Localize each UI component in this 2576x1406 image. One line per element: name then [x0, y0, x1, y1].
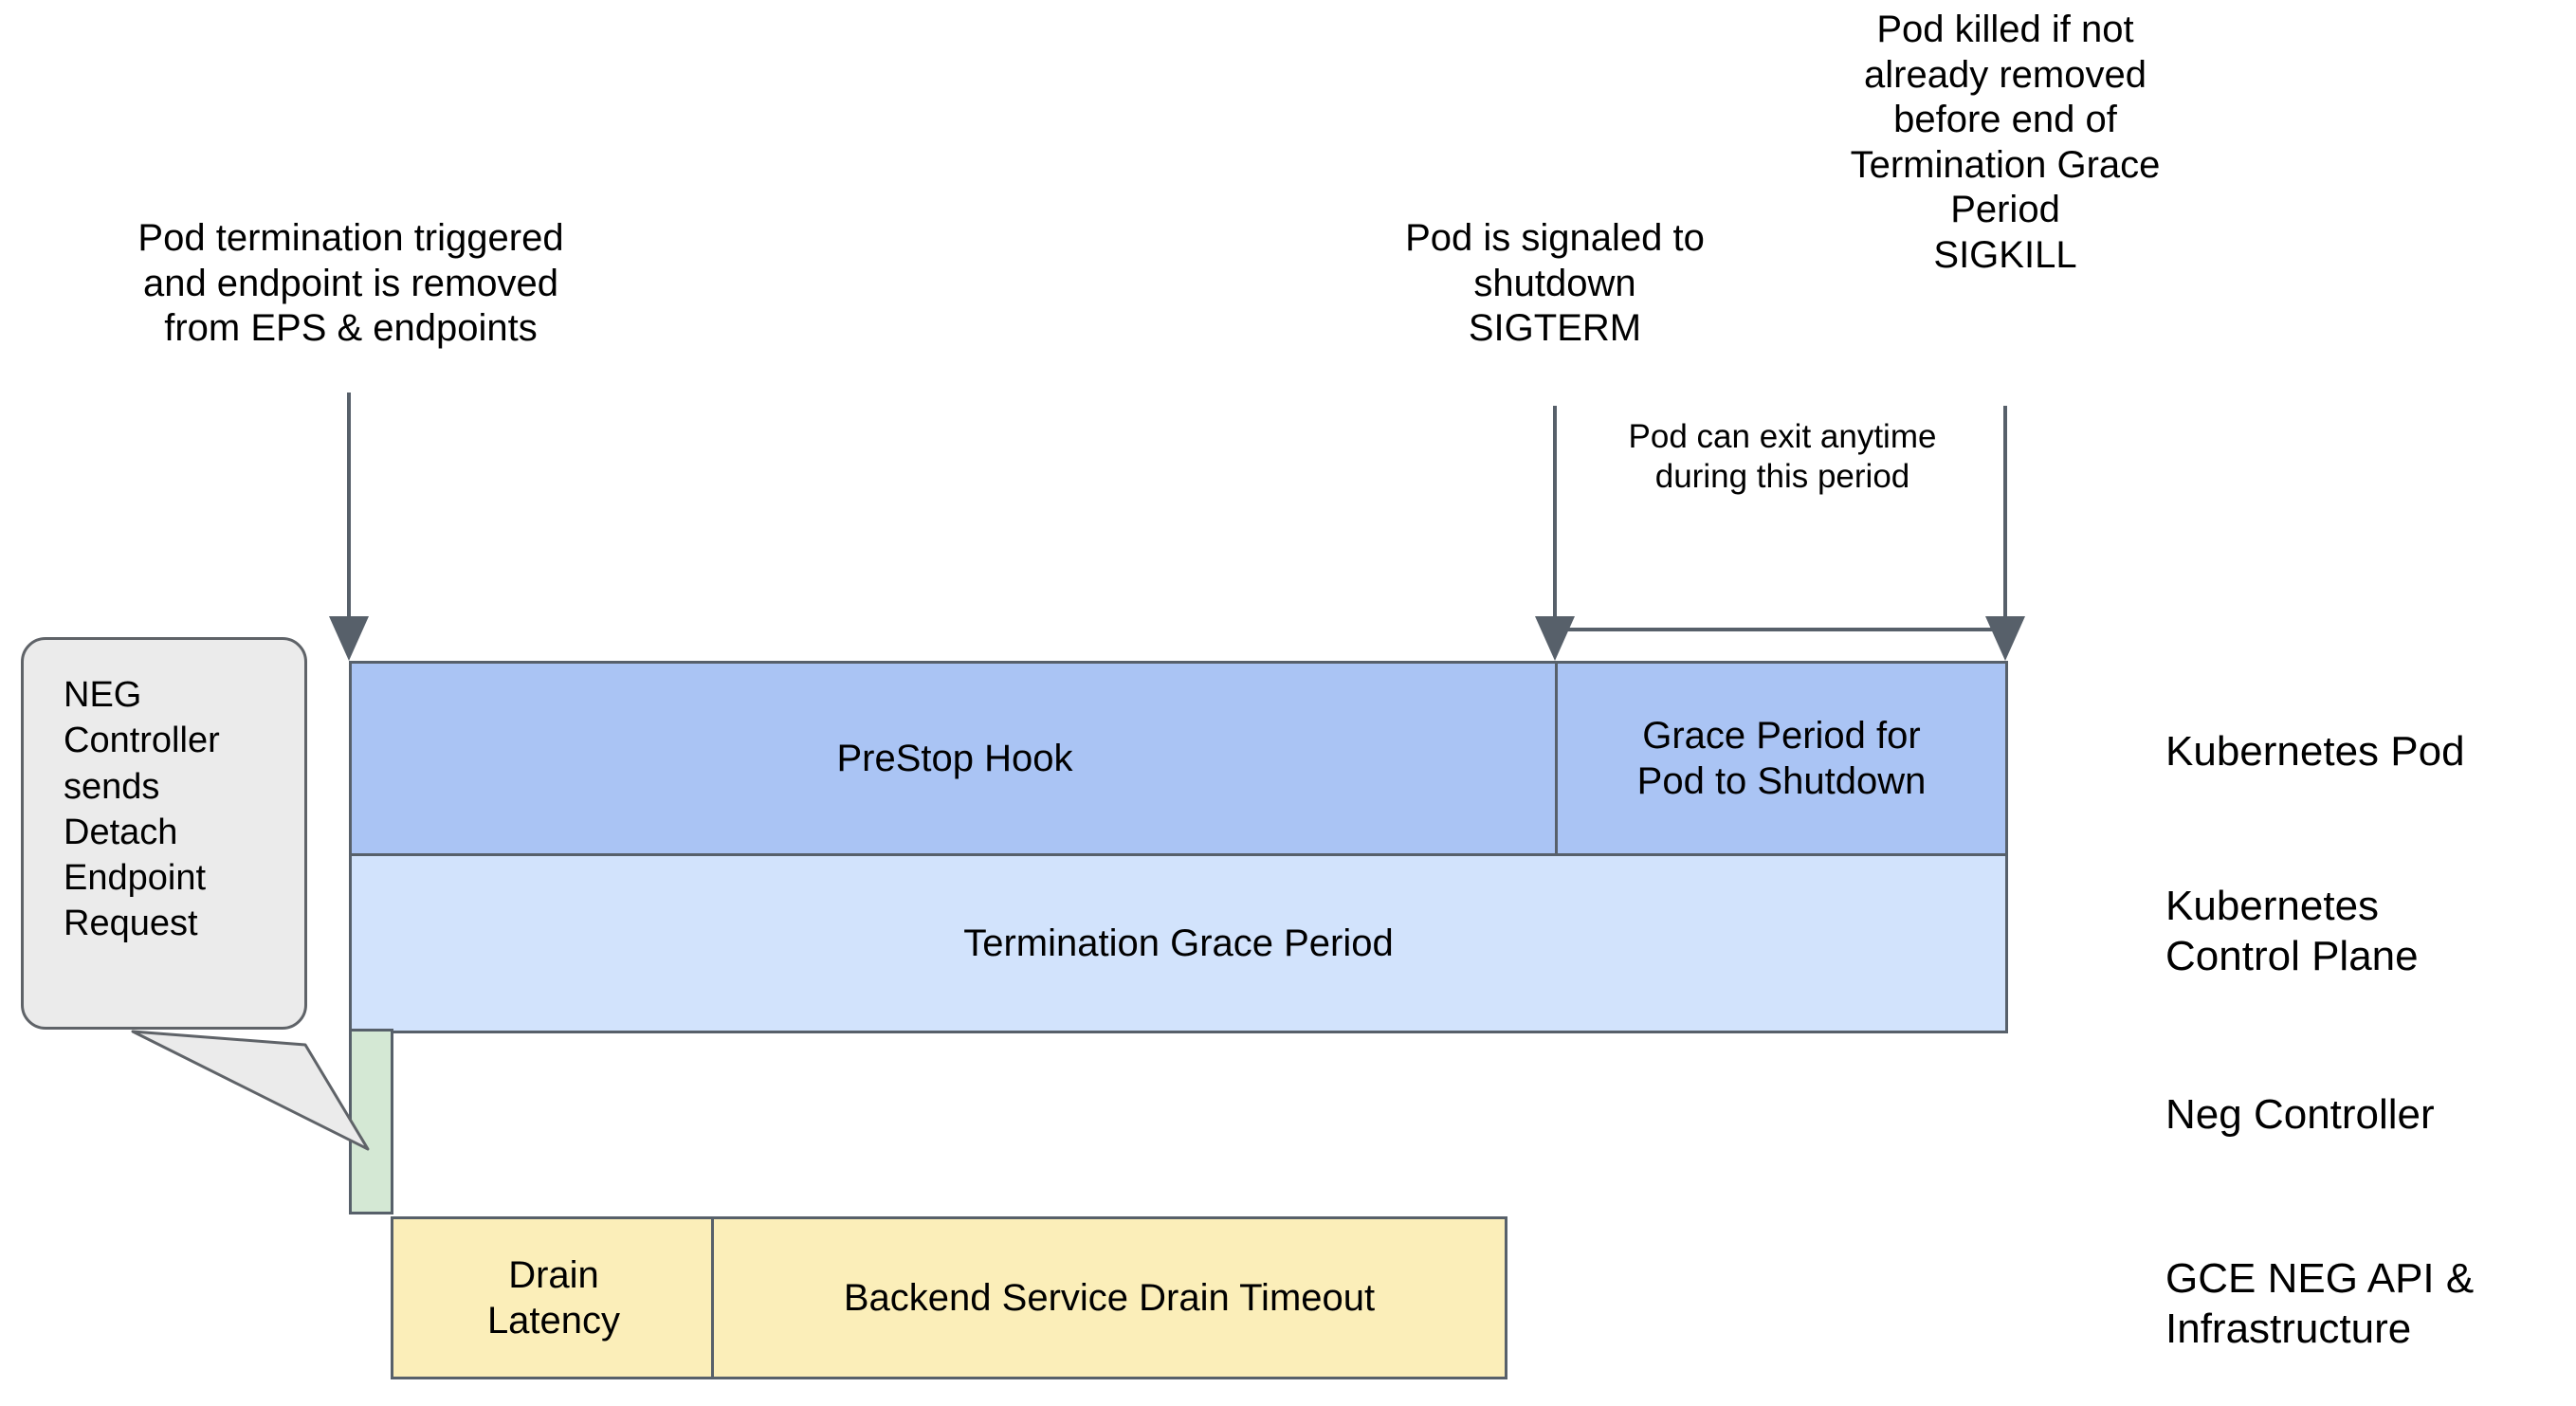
bar-drain-latency: Drain Latency	[391, 1216, 714, 1379]
annotation-pod-can-exit-anytime: Pod can exit anytime during this period	[1628, 418, 1937, 495]
callout-tail	[131, 1030, 370, 1151]
lane-label-neg-controller: Neg Controller	[2165, 1091, 2435, 1138]
bar-prestop-hook: PreStop Hook	[349, 661, 1558, 856]
bar-termination-grace-period: Termination Grace Period	[349, 853, 2008, 1033]
bar-backend-service-drain-timeout: Backend Service Drain Timeout	[711, 1216, 1507, 1379]
lane-label-kubernetes-control-plane: Kubernetes Control Plane	[2165, 883, 2419, 979]
annotation-pod-termination-triggered: Pod termination triggered and endpoint i…	[137, 217, 564, 350]
lane-label-gce-neg-api-infrastructure: GCE NEG API & Infrastructure	[2165, 1255, 2475, 1352]
arrow-termination-trigger	[329, 393, 369, 661]
bar-grace-period-for-pod-to-shutdown: Grace Period for Pod to Shutdown	[1555, 661, 2008, 856]
lane-label-kubernetes-pod: Kubernetes Pod	[2165, 728, 2465, 775]
callout-neg-controller-detach-endpoint: NEG Controller sends Detach Endpoint Req…	[21, 637, 307, 1030]
annotation-sigterm: Pod is signaled to shutdown SIGTERM	[1405, 217, 1705, 350]
annotation-sigkill: Pod killed if not already removed before…	[1850, 9, 2161, 276]
